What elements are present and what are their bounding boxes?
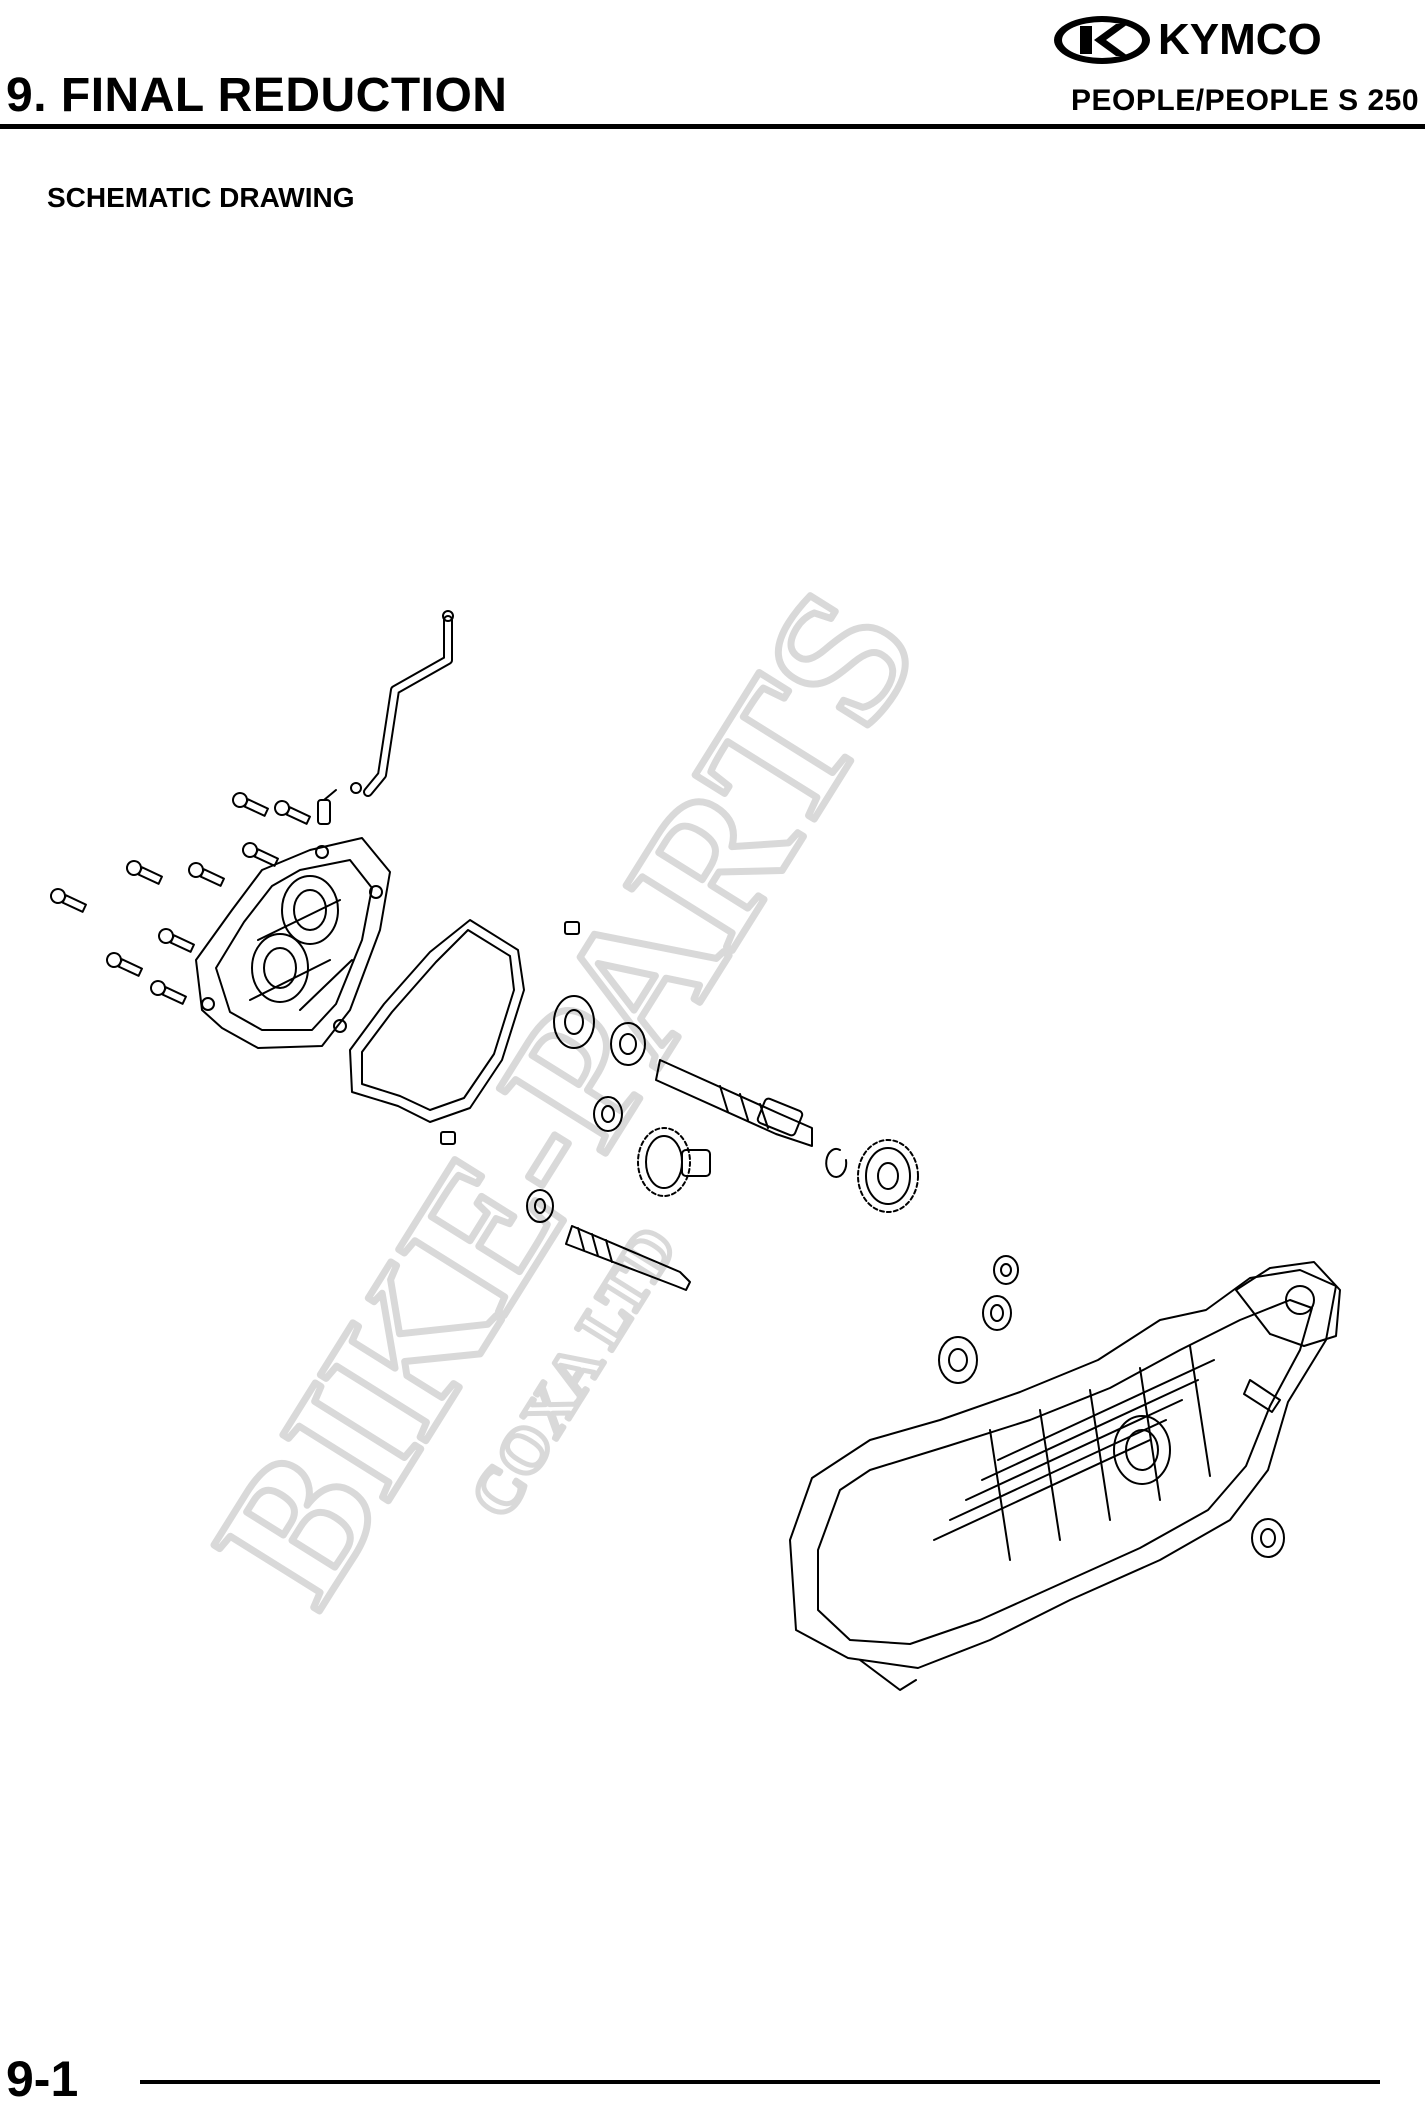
drive-shaft — [565, 1225, 691, 1291]
hose-joint — [317, 789, 337, 825]
reduction-cover — [195, 837, 391, 1049]
final-shaft — [655, 1059, 813, 1147]
watermark: BIKE-PARTS COXA LTD — [172, 554, 961, 1640]
bearings — [526, 995, 646, 1223]
kymco-logo-graphic: KYMCO — [1054, 15, 1322, 64]
dowel-pins — [440, 921, 580, 1145]
kymco-logo: KYMCO — [1050, 8, 1390, 68]
cover-bolts — [50, 792, 311, 1005]
page-number: 9-1 — [6, 2051, 79, 2107]
brand-wordmark: KYMCO — [1158, 15, 1322, 64]
cover-gasket — [349, 919, 525, 1123]
breather-hose — [350, 610, 454, 797]
final-gear — [857, 1139, 919, 1213]
circlip — [825, 1147, 848, 1178]
page-title: 9. FINAL REDUCTION — [6, 69, 508, 122]
crankcase — [789, 1261, 1341, 1691]
header-rule — [0, 124, 1425, 129]
exploded-view: BIKE-PARTS COXA LTD — [50, 554, 1341, 1691]
footer-rule — [140, 2080, 1380, 2084]
model-label: PEOPLE/PEOPLE S 250 — [1071, 84, 1419, 117]
section-heading: SCHEMATIC DRAWING — [47, 182, 355, 213]
watermark-main: BIKE-PARTS — [175, 557, 957, 1636]
schematic-drawing: BIKE-PARTS COXA LTD — [0, 400, 1425, 1720]
idle-gear — [637, 1127, 711, 1197]
crankcase-bearings — [938, 1255, 1285, 1558]
